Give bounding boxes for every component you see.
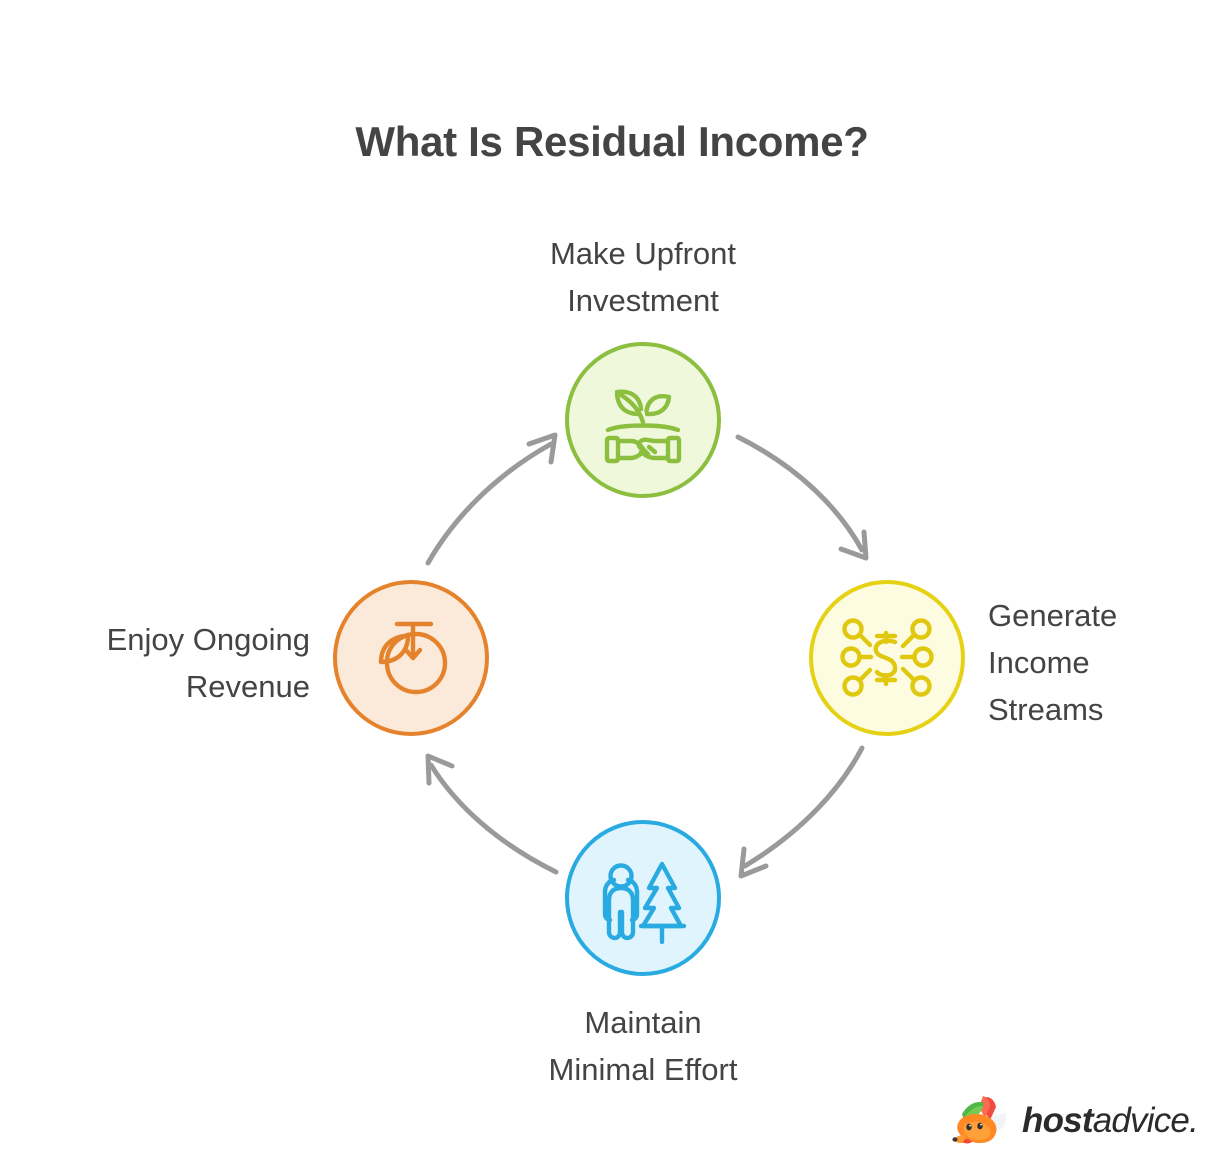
page-title: What Is Residual Income?: [355, 118, 869, 165]
fox-mascot-logo-icon: [952, 1096, 1007, 1144]
sprout-handshake-icon: [604, 389, 682, 464]
brand-wordmark-advice: advice.: [1092, 1100, 1199, 1140]
arrow-top-to-right: [735, 434, 869, 561]
brand-logo: hostadvice.: [952, 1094, 1199, 1146]
arrow-bottom-to-left: [425, 753, 559, 875]
arrow-right-to-bottom: [738, 745, 865, 879]
cycle-label-enjoy-ongoing-revenue: Enjoy Ongoing Revenue: [106, 622, 310, 705]
cycle-label-generate-income-streams: Generate Income Streams: [988, 598, 1118, 728]
person-tree-icon: [602, 861, 687, 945]
cycle-node-make-upfront-investment[interactable]: [565, 342, 721, 498]
cycle-node-maintain-minimal-effort[interactable]: [565, 820, 721, 976]
fruit-leaf-icon: [378, 621, 448, 695]
cycle-node-enjoy-ongoing-revenue[interactable]: [333, 580, 489, 736]
brand-wordmark: hostadvice.: [1022, 1100, 1199, 1140]
cycle-node-generate-income-streams[interactable]: [809, 580, 965, 736]
brand-wordmark-host: host: [1022, 1100, 1093, 1140]
cycle-label-make-upfront-investment: Make Upfront Investment: [549, 236, 737, 319]
cycle-label-maintain-minimal-effort: Maintain Minimal Effort: [548, 1005, 738, 1088]
arrow-left-to-top: [425, 432, 558, 566]
dollar-network-icon: [840, 618, 934, 697]
